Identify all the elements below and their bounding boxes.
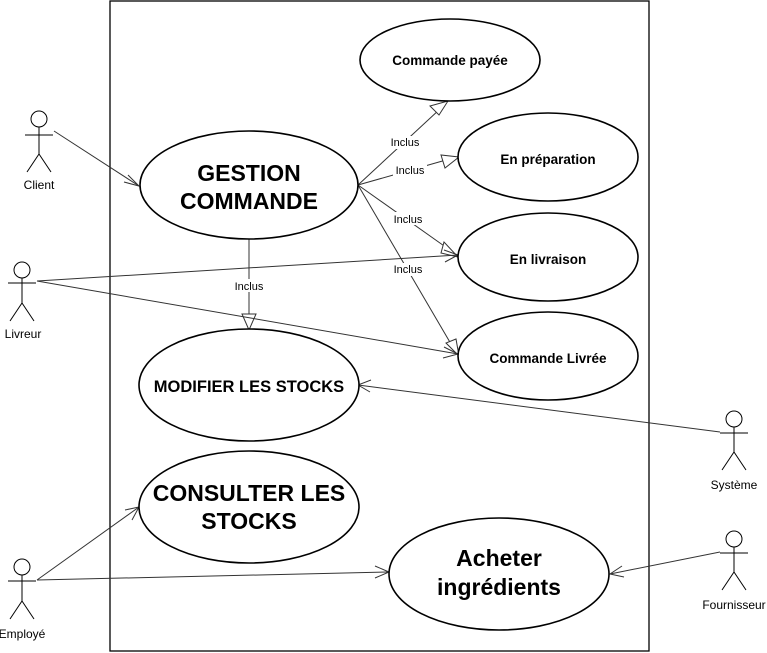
svg-text:Fournisseur: Fournisseur [702, 598, 765, 612]
svg-text:Inclus: Inclus [394, 264, 423, 276]
svg-text:En préparation: En préparation [500, 152, 595, 167]
usecase-acheter-ingredients: Acheter ingrédients [388, 517, 610, 631]
svg-text:Inclus: Inclus [391, 137, 420, 149]
svg-text:STOCKS: STOCKS [201, 508, 296, 534]
stick-figure-icon [720, 410, 748, 471]
svg-text:En livraison: En livraison [510, 252, 587, 267]
svg-text:CONSULTER LES: CONSULTER LES [153, 480, 346, 506]
assoc-fournisseur-acheter [608, 551, 721, 578]
svg-text:Inclus: Inclus [394, 214, 423, 226]
inclus-label-2: Inclus [393, 164, 427, 177]
actor-livreur: Livreur [5, 261, 42, 341]
system-boundary [109, 0, 650, 652]
svg-text:Livreur: Livreur [5, 327, 42, 341]
actor-client: Client [24, 110, 55, 192]
svg-text:Acheter: Acheter [456, 545, 542, 571]
svg-text:Inclus: Inclus [396, 165, 425, 177]
assoc-employe-acheter [36, 565, 391, 581]
usecase-gestion-commande: GESTION COMMANDE [139, 130, 359, 240]
actor-fournisseur: Fournisseur [702, 530, 766, 612]
usecase-en-preparation: En préparation [457, 112, 639, 202]
stick-figure-icon [25, 110, 53, 173]
actor-employe: Employé [0, 558, 46, 641]
inclus-label-1: Inclus [388, 136, 422, 149]
actor-systeme: Système [711, 410, 758, 492]
stick-figure-icon [720, 530, 748, 591]
stick-figure-icon [8, 261, 36, 322]
stick-figure-icon [8, 558, 36, 620]
svg-text:Client: Client [24, 178, 55, 192]
inclus-label-4: Inclus [391, 263, 425, 276]
svg-text:Commande payée: Commande payée [392, 53, 508, 68]
svg-text:Système: Système [711, 478, 758, 492]
assoc-client-gestion [53, 130, 141, 187]
inclus-label-3: Inclus [391, 212, 425, 226]
svg-text:Employé: Employé [0, 627, 46, 641]
svg-text:ingrédients: ingrédients [437, 574, 561, 600]
usecase-commande-payee: Commande payée [359, 18, 541, 102]
svg-text:GESTION: GESTION [197, 160, 301, 186]
svg-text:Commande Livrée: Commande Livrée [489, 351, 607, 366]
usecase-commande-livree: Commande Livrée [457, 311, 639, 401]
assoc-employe-consulter [36, 506, 140, 581]
usecase-consulter-stocks: CONSULTER LES STOCKS [138, 450, 360, 564]
inclus-label-5: Inclus [232, 279, 266, 293]
svg-text:COMMANDE: COMMANDE [180, 188, 318, 214]
usecase-modifier-stocks: MODIFIER LES STOCKS [138, 328, 360, 442]
svg-text:MODIFIER LES STOCKS: MODIFIER LES STOCKS [154, 378, 344, 396]
svg-text:Inclus: Inclus [235, 281, 264, 293]
usecase-en-livraison: En livraison [457, 212, 639, 302]
